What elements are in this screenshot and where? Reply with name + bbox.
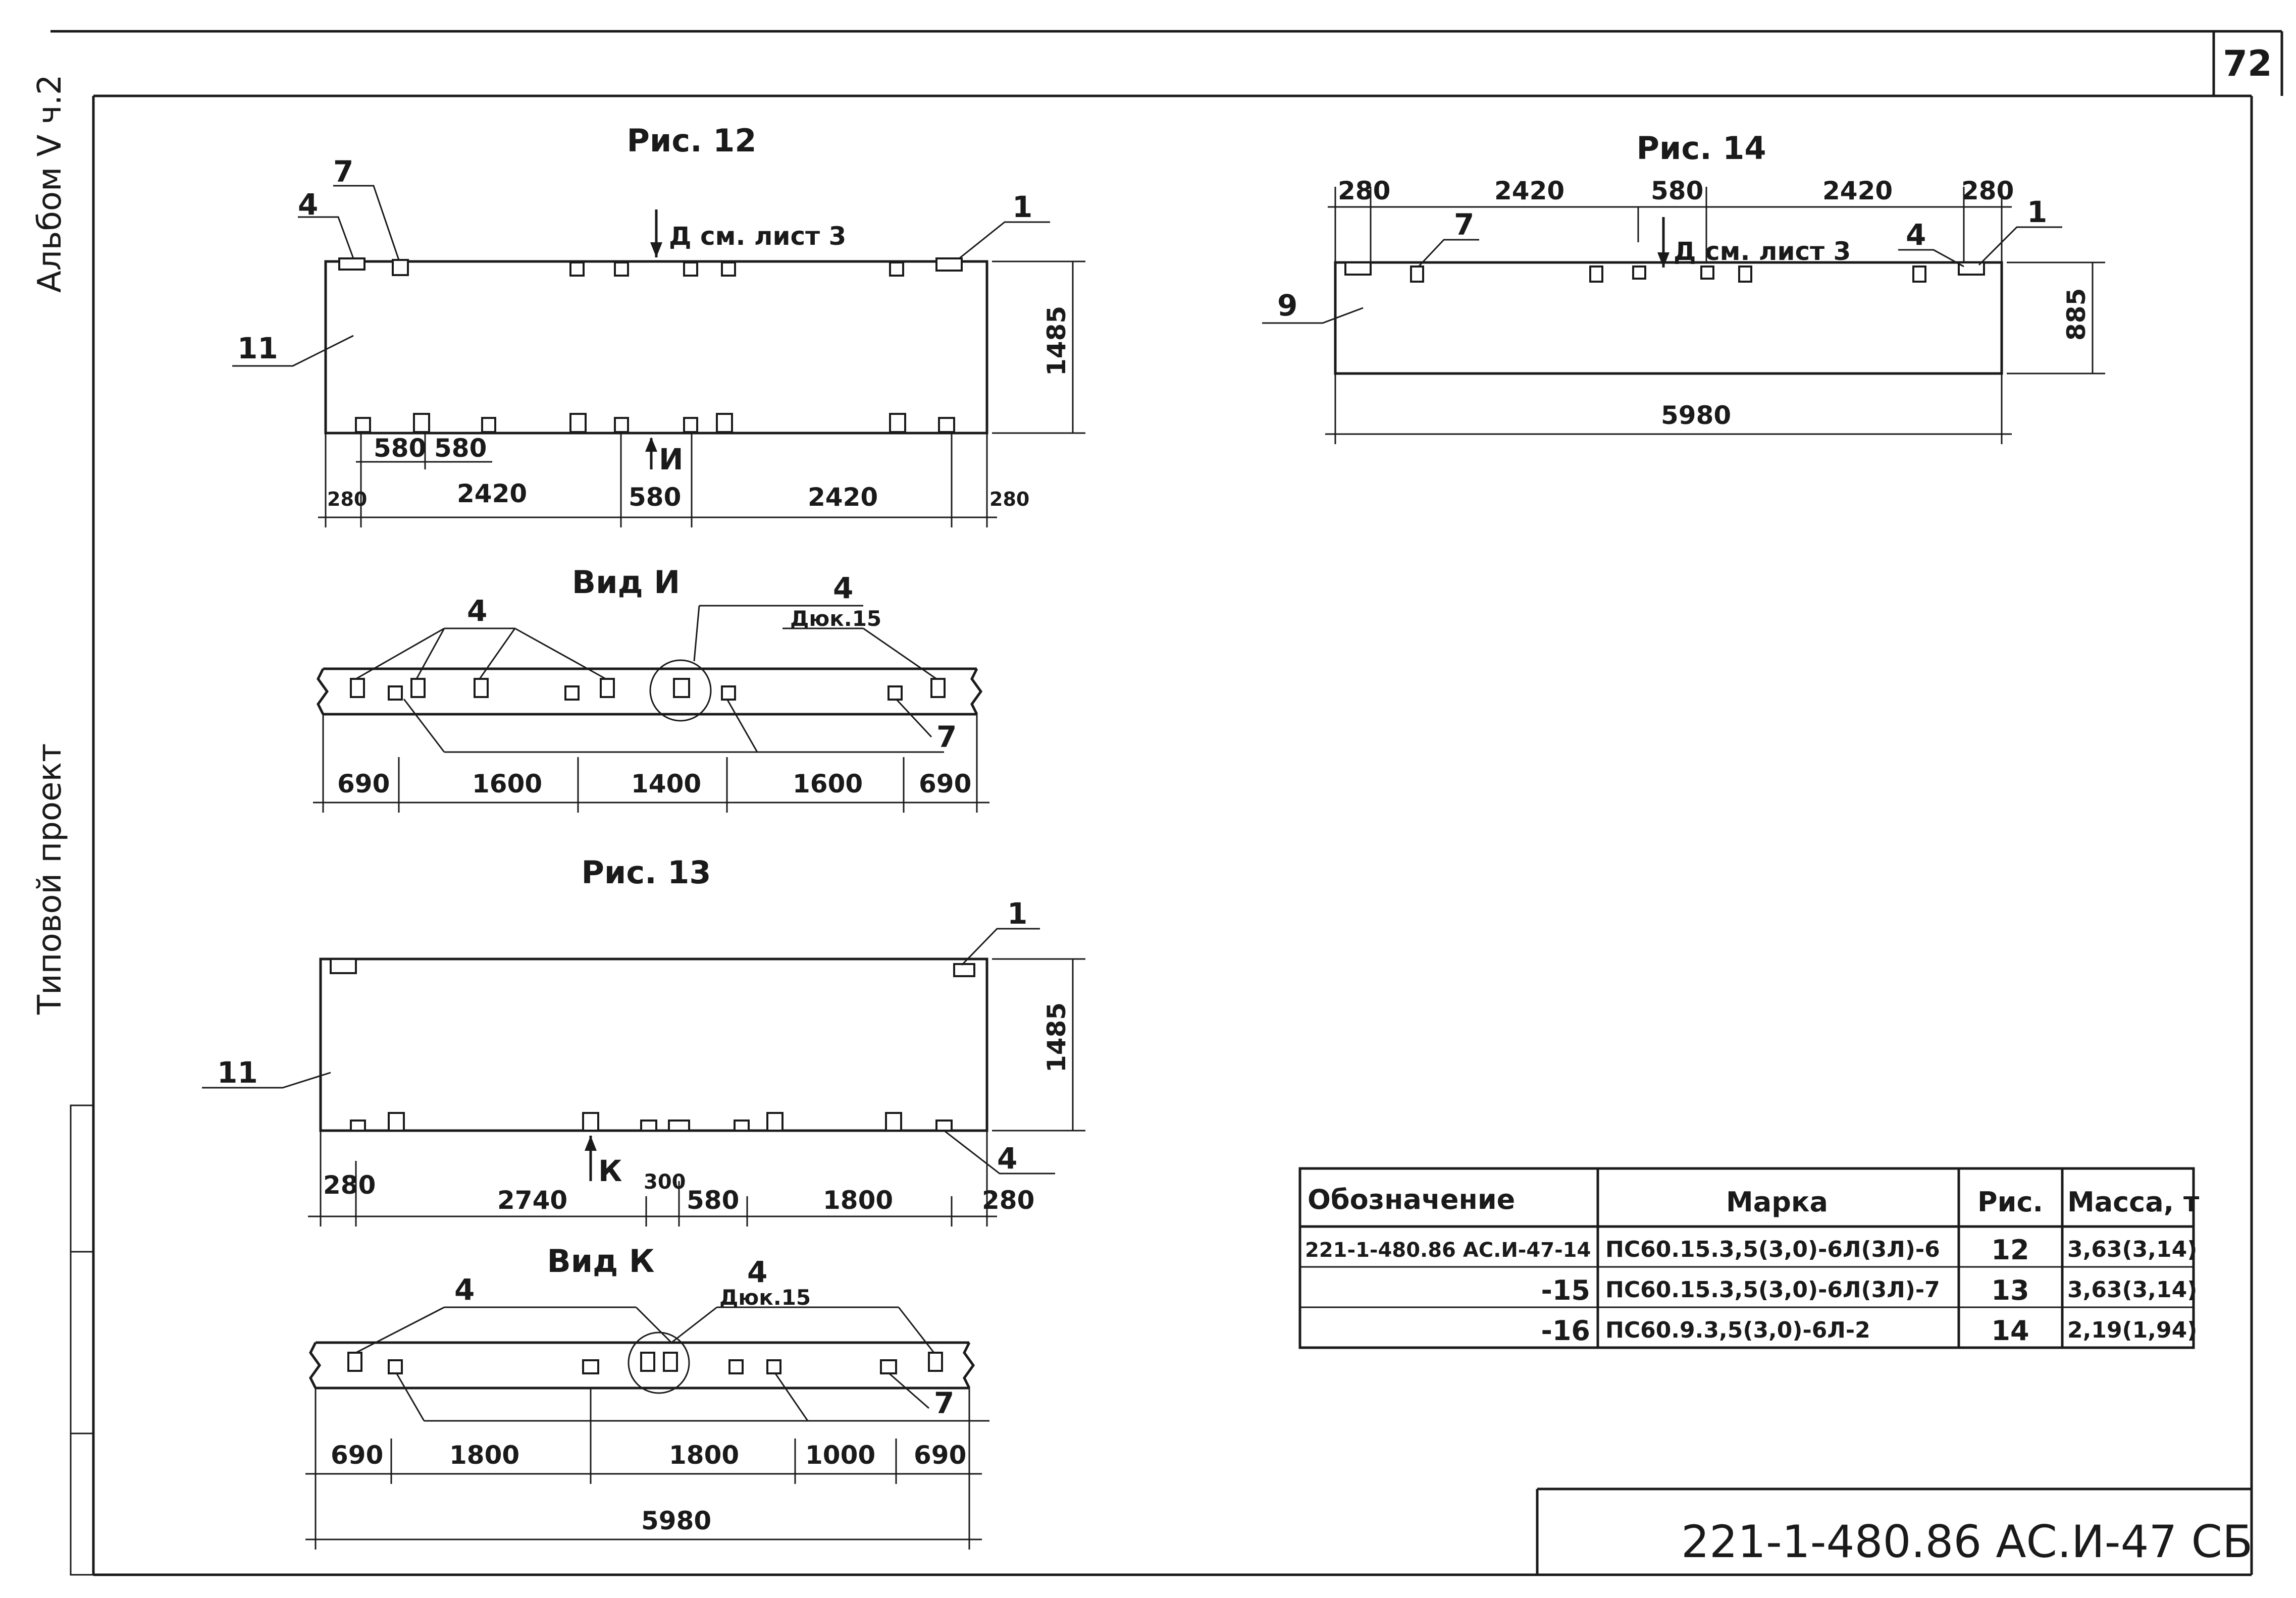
view-i-title: Вид И: [572, 564, 680, 601]
table-row3-fig: 14: [1991, 1315, 2029, 1347]
table-row2-designation: -15: [1541, 1274, 1590, 1306]
fig13-pos-4: 4: [997, 1141, 1017, 1176]
table-row3-mark: ПС60.9.3,5(3,0)-6Л-2: [1605, 1317, 1870, 1343]
view-k-dim-1: 690: [331, 1441, 383, 1470]
fig14-pos-4: 4: [1906, 218, 1926, 252]
view-i-dim-5: 690: [919, 769, 971, 798]
view-i-dim-2: 1600: [472, 769, 542, 798]
fig14-pos-9: 9: [1277, 288, 1297, 323]
fig13-dim-300: 300: [644, 1170, 686, 1194]
album-label: Альбом V ч.2: [31, 74, 69, 293]
fig13-panel: К 11 1 4 1485 280 2740 300 580 1800 280: [202, 896, 1085, 1227]
table-row1-mass: 3,63(3,14): [2067, 1237, 2197, 1262]
fig12-pos-7: 7: [333, 154, 353, 189]
fig13-pos-11: 11: [217, 1055, 258, 1090]
fig14-panel: 280 2420 580 2420 280 Д см. лист 3 9 7 4…: [1262, 176, 2105, 444]
view-k-pos-7: 7: [934, 1386, 954, 1420]
view-k-total: 5980: [641, 1506, 711, 1535]
view-k-dim-3: 1800: [669, 1441, 739, 1470]
view-i-dim-3: 1400: [631, 769, 701, 798]
fig14-pos-7: 7: [1454, 207, 1474, 242]
view-k-dim-4: 1000: [805, 1441, 875, 1470]
fig13-dim-280l: 280: [323, 1170, 376, 1200]
fig12-dim-280r: 280: [989, 488, 1029, 510]
fig13-height-dim: 1485: [1042, 1002, 1071, 1073]
view-k-dim-2: 1800: [449, 1441, 519, 1470]
fig14-dim-2420r: 2420: [1822, 176, 1893, 205]
table-row3-designation: -16: [1541, 1315, 1590, 1347]
fig12-dim-280l: 280: [327, 488, 367, 510]
fig12-dim-580b: 580: [434, 434, 487, 463]
fig12-dim-2420r: 2420: [808, 483, 878, 512]
view-k-strip: 4 4 Дюк.15 7 690 1800 1800 1000 690 5980: [305, 1255, 989, 1550]
fig12-inserts-top: [338, 257, 963, 277]
fig14-title: Рис. 14: [1636, 130, 1766, 167]
fig12-dim-580c: 580: [629, 483, 681, 512]
view-i-callout-ref: Дюк.15: [790, 606, 881, 631]
view-k-callout-num: 4: [747, 1255, 767, 1289]
table-row1-fig: 12: [1991, 1234, 2029, 1266]
fig14-pos-1: 1: [2027, 195, 2047, 229]
stamp-code: 221-1-480.86 АС.И-47 СБ: [1681, 1516, 2253, 1568]
project-label: Типовой проект: [31, 743, 69, 1015]
fig12-top-note: Д см. лист 3: [669, 222, 846, 251]
fig13-dim-280r: 280: [982, 1186, 1034, 1215]
table-row1-mark: ПС60.15.3,5(3,0)-6Л(3Л)-6: [1605, 1237, 1940, 1262]
view-k-title: Вид К: [547, 1243, 654, 1280]
fig12-title: Рис. 12: [627, 122, 756, 159]
fig14-dim-2420l: 2420: [1494, 176, 1564, 205]
fig12-pos-1: 1: [1012, 190, 1032, 224]
fig13-pos-1: 1: [1007, 896, 1027, 931]
fig13-dim-2740: 2740: [497, 1186, 567, 1215]
table-row1-designation: 221-1-480.86 АС.И-47-14: [1305, 1239, 1591, 1262]
table-row2-mark: ПС60.15.3,5(3,0)-6Л(3Л)-7: [1605, 1277, 1940, 1303]
view-k-callout-ref: Дюк.15: [719, 1285, 811, 1310]
fig12-dim-580a: 580: [374, 434, 426, 463]
fig14-dim-280r: 280: [1961, 176, 2014, 205]
view-i-pos-7: 7: [936, 720, 957, 754]
title-stamp: 221-1-480.86 АС.И-47 СБ: [1536, 1487, 2253, 1575]
table-row3-mass: 2,19(1,94): [2067, 1317, 2197, 1343]
view-k-dim-5: 690: [914, 1441, 966, 1470]
fig14-dim-580: 580: [1651, 176, 1703, 205]
fig12-view-marker: И: [659, 442, 684, 476]
fig14-dim-280l: 280: [1338, 176, 1390, 205]
view-i-strip: 4 4 4 Дюк.15 7 690 1600 1400 1600 690: [313, 571, 989, 813]
fig13-title: Рис. 13: [581, 854, 711, 891]
view-k-pos-4: 4: [454, 1272, 475, 1307]
fig12-panel: Д см. лист 3 И 11 4 7 1 1485 580 580 280…: [232, 154, 1085, 527]
left-stamp-strip: [70, 1104, 94, 1576]
fig13-dim-580: 580: [687, 1186, 739, 1215]
table-header-mass: Масса, т: [2067, 1186, 2200, 1218]
table-row2-fig: 13: [1991, 1274, 2029, 1306]
fig13-view-marker: К: [598, 1154, 622, 1188]
fig14-height-dim: 885: [2062, 288, 2091, 341]
fig14-total: 5980: [1661, 401, 1731, 430]
view-i-callout-num: 4: [833, 571, 853, 605]
fig12-dim-2420l: 2420: [457, 479, 527, 508]
spec-table: Обозначение Марка Рис. Масса, т 221-1-48…: [1298, 1167, 2200, 1349]
sheet-number: 72: [2223, 43, 2272, 84]
sheet-frame: [50, 30, 2283, 1576]
fig12-pos-4: 4: [298, 187, 318, 222]
table-row2-mass: 3,63(3,14): [2067, 1277, 2197, 1303]
fig12-height-dim: 1485: [1042, 306, 1071, 376]
fig12-pos-11: 11: [237, 331, 278, 365]
table-header-fig: Рис.: [1977, 1186, 2043, 1218]
view-i-dim-4: 1600: [793, 769, 863, 798]
table-header-designation: Обозначение: [1308, 1184, 1515, 1215]
table-header-mark: Марка: [1726, 1186, 1828, 1218]
fig13-dim-1800: 1800: [823, 1186, 893, 1215]
fig12-inserts-bottom: [355, 413, 955, 433]
view-i-dim-1: 690: [337, 769, 390, 798]
view-i-pos-4a: 4: [467, 594, 487, 628]
fig14-top-note: Д см. лист 3: [1674, 237, 1851, 266]
